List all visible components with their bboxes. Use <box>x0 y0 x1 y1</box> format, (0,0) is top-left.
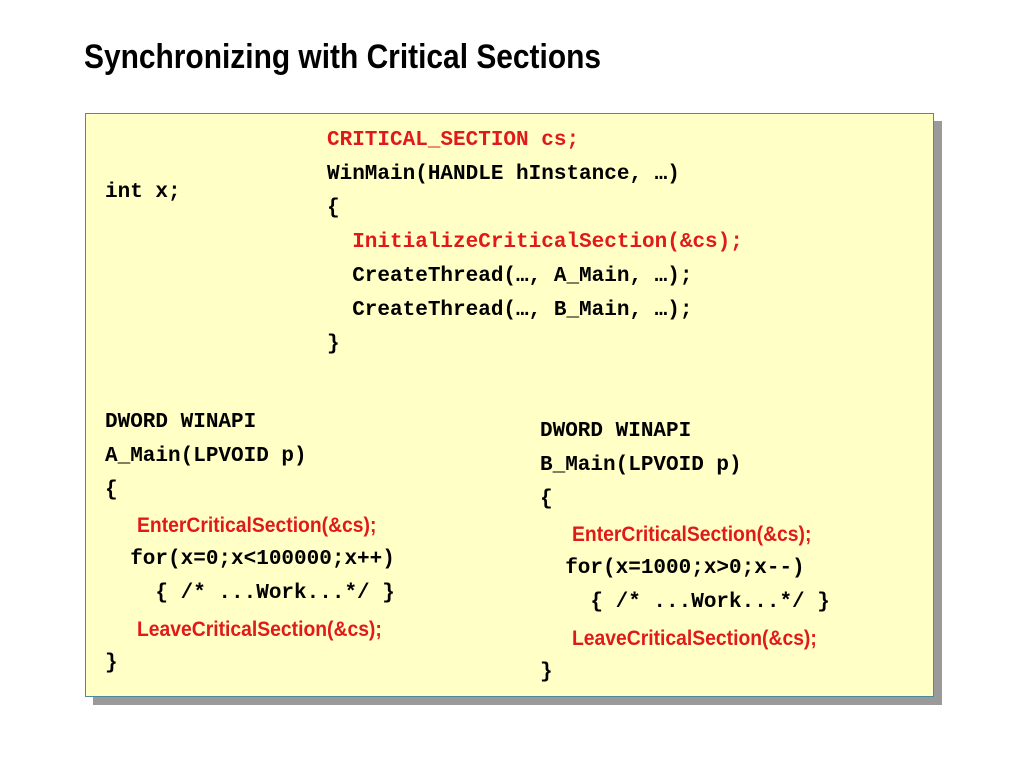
a-main-open-brace: { <box>105 479 118 502</box>
a-main-signature: A_Main(LPVOID p) <box>105 445 307 468</box>
winmain-open-brace: { <box>327 197 340 220</box>
a-main-work-body: { /* ...Work...*/ } <box>105 582 395 605</box>
b-main-return-type: DWORD WINAPI <box>540 420 692 443</box>
b-main-work-body: { /* ...Work...*/ } <box>540 591 830 614</box>
global-int-declaration: int x; <box>105 181 181 204</box>
create-thread-a-call: CreateThread(…, A_Main, …); <box>327 265 693 288</box>
code-panel <box>85 113 934 697</box>
create-thread-b-call: CreateThread(…, B_Main, …); <box>327 299 693 322</box>
a-main-for-loop: for(x=0;x<100000;x++) <box>105 548 395 571</box>
winmain-signature: WinMain(HANDLE hInstance, …) <box>327 163 680 186</box>
a-main-enter-critical-section: EnterCriticalSection(&cs); <box>137 514 377 537</box>
initialize-critical-section-call: InitializeCriticalSection(&cs); <box>327 231 743 254</box>
slide-title: Synchronizing with Critical Sections <box>84 38 602 76</box>
b-main-for-loop: for(x=1000;x>0;x--) <box>540 557 805 580</box>
a-main-close-brace: } <box>105 652 118 675</box>
critical-section-declaration: CRITICAL_SECTION cs; <box>327 129 580 152</box>
b-main-open-brace: { <box>540 488 553 511</box>
b-main-enter-critical-section: EnterCriticalSection(&cs); <box>572 523 812 546</box>
b-main-signature: B_Main(LPVOID p) <box>540 454 742 477</box>
a-main-return-type: DWORD WINAPI <box>105 411 257 434</box>
b-main-leave-critical-section: LeaveCriticalSection(&cs); <box>572 627 817 650</box>
winmain-close-brace: } <box>327 333 340 356</box>
b-main-close-brace: } <box>540 661 553 684</box>
a-main-leave-critical-section: LeaveCriticalSection(&cs); <box>137 618 382 641</box>
